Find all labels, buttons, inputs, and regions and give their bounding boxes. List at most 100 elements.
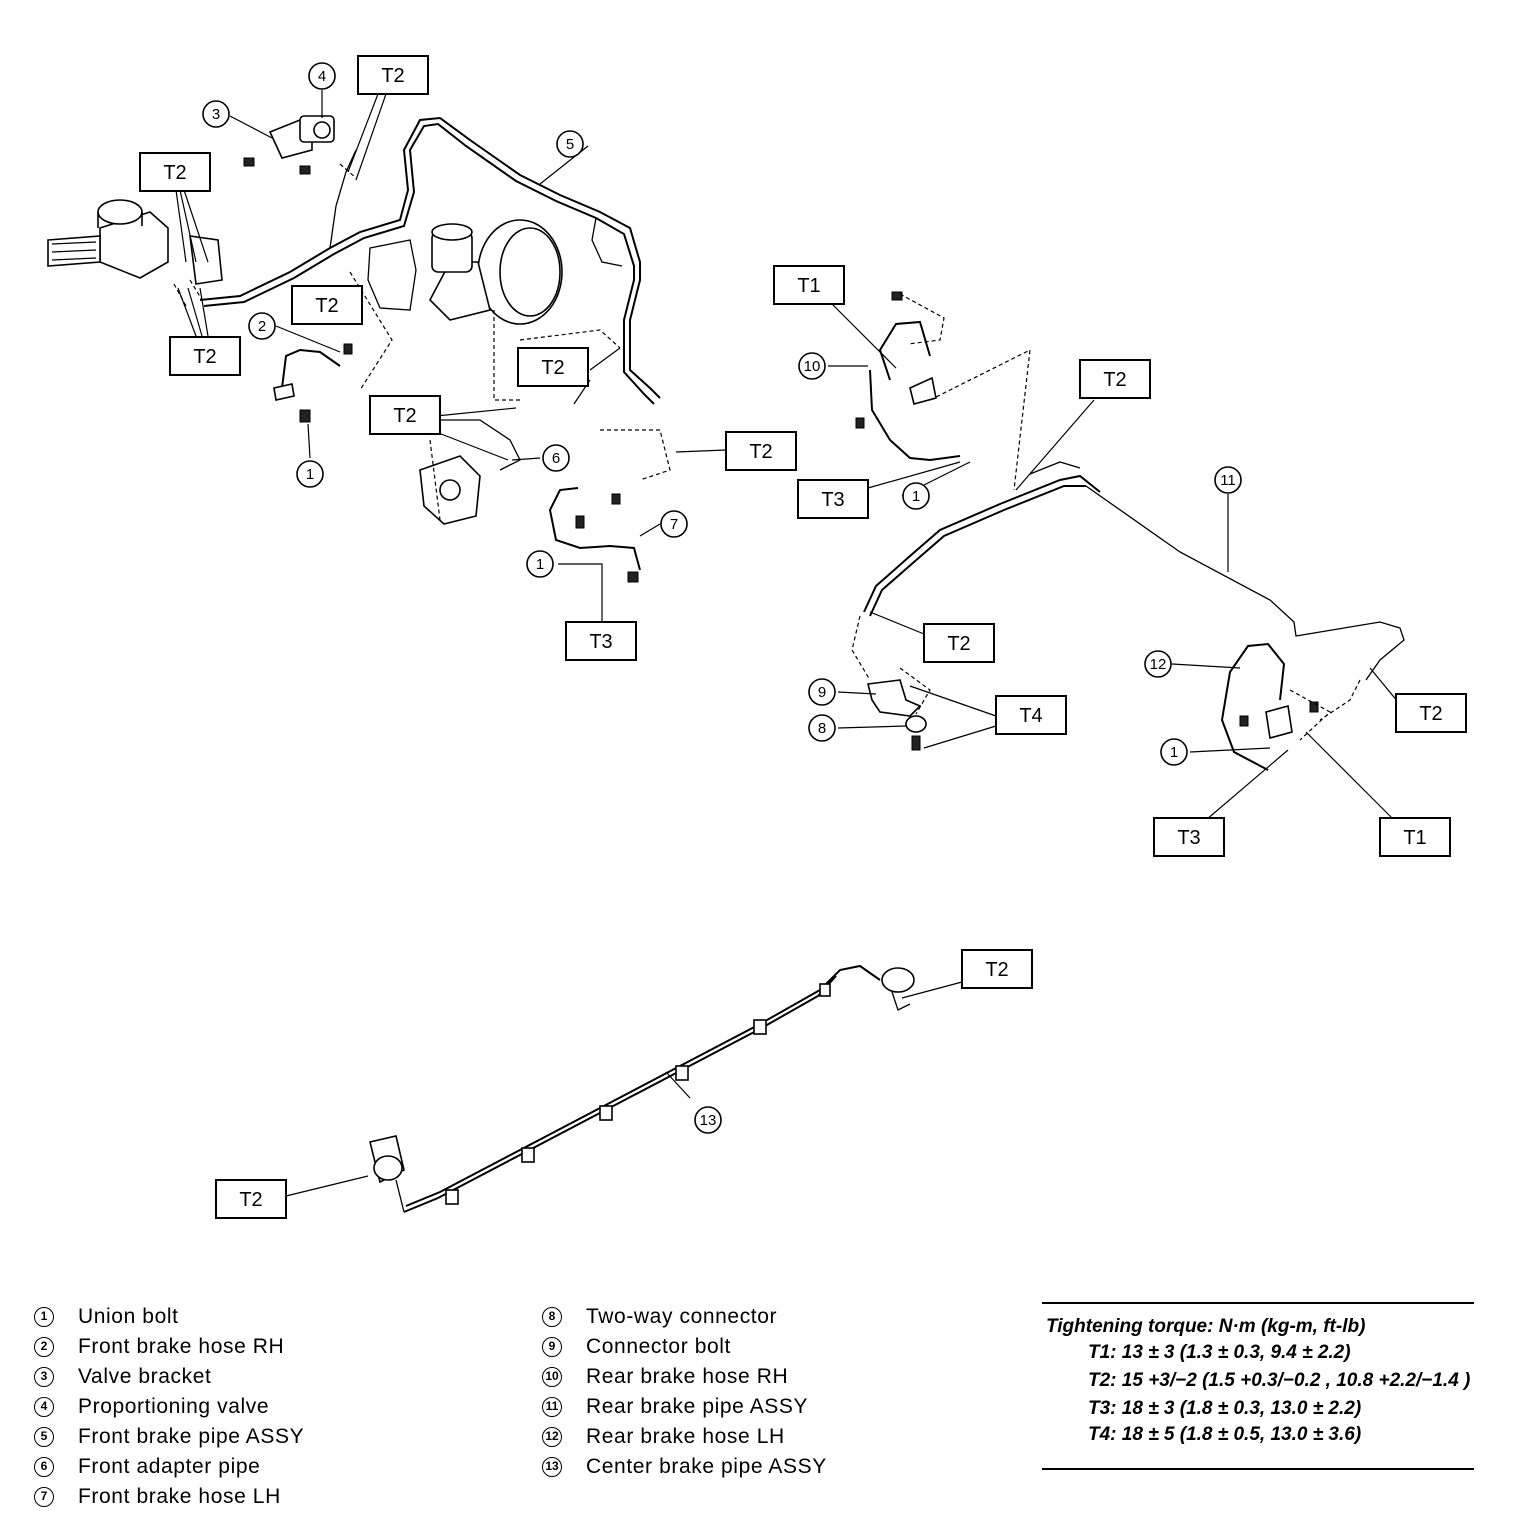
svg-text:1: 1: [306, 466, 314, 483]
legend-label: Rear brake hose RH: [586, 1365, 789, 1388]
callout-13: 13: [694, 1106, 722, 1134]
t3-label-front-lh: T3: [565, 621, 637, 661]
legend-number: 12: [542, 1427, 562, 1447]
svg-text:T1: T1: [797, 275, 820, 297]
svg-text:10: 10: [804, 358, 821, 375]
pipe-clips: [445, 983, 831, 1205]
legend-number: 9: [542, 1337, 562, 1357]
t2-label-hydraulic-unit-bottom: T2: [169, 336, 241, 376]
legend-label: Union bolt: [78, 1305, 179, 1328]
t2-label-valve: T2: [357, 55, 429, 95]
svg-text:T2: T2: [193, 346, 216, 368]
rear-brake-assembly: [851, 291, 1405, 771]
legend-number: 2: [34, 1337, 54, 1357]
torque-row-t3: T3: 18 ± 3 (1.8 ± 0.3, 13.0 ± 2.2): [1088, 1398, 1362, 1419]
svg-text:5: 5: [566, 136, 574, 153]
t1-label-rear-lh: T1: [1379, 817, 1451, 857]
front-brake-assembly: [47, 115, 671, 583]
svg-text:1: 1: [1170, 744, 1178, 761]
t4-label-two-way-connector: T4: [995, 695, 1067, 735]
proportioning-valve: [243, 115, 335, 175]
svg-text:T2: T2: [393, 405, 416, 427]
callout-11: 11: [1214, 466, 1242, 494]
svg-text:3: 3: [212, 106, 220, 123]
callout-1-rear-lh: 1: [1160, 738, 1188, 766]
legend-number: 10: [542, 1367, 562, 1387]
svg-text:T3: T3: [1177, 827, 1200, 849]
brake-line-diagram: T2 T2 T2 T2 T2 T2 T2 T3 T1 T2 T3 T2 T4 T…: [47, 55, 1467, 1219]
legend-label: Front brake hose LH: [78, 1485, 281, 1508]
svg-text:T3: T3: [589, 631, 612, 653]
legend-number: 3: [34, 1367, 54, 1387]
legend-number: 5: [34, 1427, 54, 1447]
legend-number: 6: [34, 1457, 54, 1477]
legend-number: 13: [542, 1457, 562, 1477]
svg-text:13: 13: [700, 1112, 717, 1129]
svg-text:2: 2: [258, 318, 266, 335]
t2-label-hydraulic-unit-top: T2: [139, 152, 211, 192]
callout-1-rear-rh: 1: [902, 482, 930, 510]
callout-12: 12: [1144, 650, 1172, 678]
legend-label: Rear brake hose LH: [586, 1425, 785, 1448]
hydraulic-unit: [47, 199, 223, 285]
callout-7: 7: [660, 510, 688, 538]
legend-number: 7: [34, 1487, 54, 1507]
torque-table-header: Tightening torque: N·m (kg-m, ft-lb): [1046, 1316, 1366, 1337]
svg-text:9: 9: [818, 684, 826, 701]
legend-label: Front adapter pipe: [78, 1455, 261, 1478]
svg-text:T3: T3: [821, 489, 844, 511]
t2-label-booster: T2: [517, 347, 589, 387]
callout-6: 6: [542, 444, 570, 472]
svg-text:T2: T2: [1103, 369, 1126, 391]
torque-row-t4: T4: 18 ± 5 (1.8 ± 0.5, 13.0 ± 3.6): [1088, 1424, 1362, 1445]
legend-number: 1: [34, 1307, 54, 1327]
svg-text:T2: T2: [985, 959, 1008, 981]
t2-label-rear-lh: T2: [1395, 693, 1467, 733]
svg-text:T2: T2: [541, 357, 564, 379]
brake-booster: [429, 219, 563, 325]
legend-label: Rear brake pipe ASSY: [586, 1395, 809, 1418]
svg-text:T2: T2: [749, 441, 772, 463]
svg-text:1: 1: [912, 488, 920, 505]
t2-label-heat-shield: T2: [291, 285, 363, 325]
t2-label-adapter: T2: [369, 395, 441, 435]
svg-text:7: 7: [670, 516, 678, 533]
leader-lines: [175, 90, 1399, 1197]
svg-text:T2: T2: [239, 1189, 262, 1211]
callout-8: 8: [808, 714, 836, 742]
svg-text:T2: T2: [947, 633, 970, 655]
t2-label-center-pipe-left: T2: [215, 1179, 287, 1219]
svg-text:12: 12: [1150, 656, 1167, 673]
torque-row-t2: T2: 15 +3/−2 (1.5 +0.3/−0.2 , 10.8 +2.2/…: [1088, 1370, 1471, 1391]
legend-label: Two-way connector: [586, 1305, 778, 1328]
callout-5: 5: [556, 130, 584, 158]
legend-label: Valve bracket: [78, 1365, 212, 1388]
t2-label-center-pipe-right: T2: [961, 949, 1033, 989]
callout-1-front-rh: 1: [296, 460, 324, 488]
svg-text:T2: T2: [381, 65, 404, 87]
svg-text:4: 4: [318, 68, 326, 85]
t2-label-front-lh: T2: [725, 431, 797, 471]
callout-10: 10: [798, 352, 826, 380]
two-way-connector: [851, 615, 931, 751]
svg-text:T4: T4: [1019, 705, 1042, 727]
legend-label: Connector bolt: [586, 1335, 731, 1358]
svg-text:11: 11: [1220, 472, 1236, 489]
legend-number: 4: [34, 1397, 54, 1417]
svg-text:T2: T2: [163, 162, 186, 184]
svg-text:T1: T1: [1403, 827, 1426, 849]
callout-2: 2: [248, 312, 276, 340]
callout-1-front-lh: 1: [526, 550, 554, 578]
svg-text:T2: T2: [1419, 703, 1442, 725]
legend-label: Proportioning valve: [78, 1395, 270, 1418]
t2-label-rear-pipe-left: T2: [923, 623, 995, 663]
center-brake-pipe-assembly: [369, 964, 915, 1213]
legend-label: Front brake hose RH: [78, 1335, 285, 1358]
svg-text:6: 6: [552, 450, 560, 467]
svg-text:1: 1: [536, 556, 544, 573]
callout-9: 9: [808, 678, 836, 706]
legend-label: Front brake pipe ASSY: [78, 1425, 305, 1448]
svg-text:T2: T2: [315, 295, 338, 317]
t2-label-rear-pipe-top: T2: [1079, 359, 1151, 399]
t3-label-rear-rh: T3: [797, 479, 869, 519]
